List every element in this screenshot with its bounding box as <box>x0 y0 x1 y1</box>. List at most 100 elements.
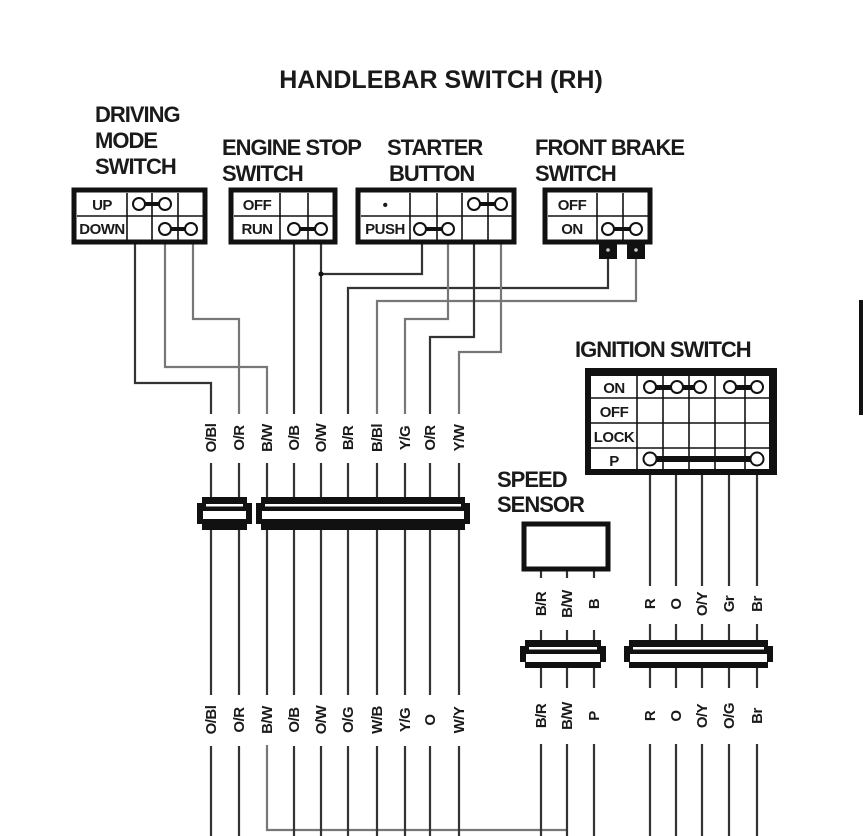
junction-dot <box>318 271 324 277</box>
wire <box>191 244 241 414</box>
contact-link <box>642 451 765 467</box>
wire-color-label: B/W <box>259 423 276 452</box>
row-label-off: OFF <box>243 197 272 214</box>
wire <box>428 244 476 414</box>
contact-link <box>132 197 172 211</box>
harness-connector <box>624 640 773 668</box>
title-line: SWITCH <box>222 161 303 186</box>
wire-color-label: B/R <box>533 703 550 728</box>
row-label-up: UP <box>92 197 112 214</box>
wire <box>457 244 503 414</box>
wire-color-label: O <box>668 598 685 610</box>
wire-color-label: O/B <box>286 425 303 451</box>
contact-link <box>158 222 198 236</box>
wire-color-label: O/Bl <box>203 423 220 452</box>
row-label-on: ON <box>561 221 583 238</box>
wire-color-label: B <box>586 598 603 609</box>
wire-color-label: W/Y <box>451 706 468 733</box>
title-line: SPEED <box>497 467 567 492</box>
starter-button: • PUSH <box>355 187 517 245</box>
wire-color-label: O/W <box>313 422 330 452</box>
title-line: SWITCH <box>535 161 616 186</box>
title-line: BUTTON <box>389 161 474 186</box>
wire <box>375 259 638 414</box>
harness-connector <box>256 497 470 530</box>
front-brake-switch: OFF ON <box>542 187 653 259</box>
wire-color-label: Br <box>749 708 766 724</box>
contact-link <box>287 222 328 236</box>
wire-color-label: O/R <box>231 707 248 733</box>
speed-sensor-title: SPEED SENSOR <box>497 467 586 517</box>
starter-button-title: STARTER BUTTON <box>387 135 484 186</box>
row-label-free: • <box>383 197 388 214</box>
wire-color-label: B/W <box>259 705 276 734</box>
row-label-off: OFF <box>600 404 629 421</box>
title-line: SENSOR <box>497 492 585 517</box>
wire-color-label: B/W <box>559 701 576 730</box>
front-brake-switch-title: FRONT BRAKE SWITCH <box>535 135 685 186</box>
wire-color-label: O/W <box>313 704 330 734</box>
wire <box>133 244 213 414</box>
row-label-down: DOWN <box>79 221 125 238</box>
row-label-on: ON <box>603 380 625 397</box>
wire-color-label: Y/W <box>451 423 468 451</box>
title-line: FRONT BRAKE <box>535 135 684 160</box>
wire-color-label: W/B <box>369 706 386 734</box>
wire-color-label: Y/G <box>397 708 414 732</box>
contact-link <box>601 222 643 236</box>
wire-color-label: O/G <box>721 703 738 729</box>
wire-color-label: B/Bl <box>369 424 386 452</box>
wire <box>321 244 424 276</box>
wire-color-label: O <box>668 710 685 722</box>
wire-color-label: O/R <box>422 425 439 451</box>
speed-sensor <box>521 521 611 572</box>
harness-connector <box>197 497 252 530</box>
wire-color-label: Gr <box>721 595 738 612</box>
wire <box>346 259 610 414</box>
wire <box>163 244 269 414</box>
row-label-lock: LOCK <box>594 429 635 446</box>
contact-link <box>413 222 455 236</box>
harness-connector <box>520 640 606 668</box>
wire-labels: O/BlO/BlO/RO/RB/WB/WO/BO/BO/WO/WB/RO/GB/… <box>203 422 766 734</box>
wire <box>403 244 450 414</box>
contact-link <box>643 380 707 394</box>
wire-color-label: Y/G <box>397 426 414 450</box>
wire-color-label: O/Y <box>694 703 711 728</box>
title-line: MODE <box>95 128 157 153</box>
wire-color-label: O/Bl <box>203 705 220 734</box>
offscreen-component-edge <box>859 300 863 415</box>
driving-mode-switch: UP DOWN <box>71 187 208 245</box>
wire-color-label: O/G <box>340 707 357 733</box>
row-label-push: PUSH <box>365 221 405 238</box>
wire-color-label: Br <box>749 596 766 612</box>
wire-color-label: P <box>586 711 603 721</box>
row-label-p: P <box>609 453 619 470</box>
wire-color-label: B/R <box>340 425 357 450</box>
title-line: SWITCH <box>95 154 176 179</box>
wire-color-label: O/Y <box>694 591 711 616</box>
engine-stop-switch: OFF RUN <box>228 187 338 245</box>
contact-link <box>467 197 508 211</box>
engine-stop-switch-title: ENGINE STOP SWITCH <box>222 135 362 186</box>
wire-color-label: R <box>642 710 659 721</box>
title-line: DRIVING <box>95 102 180 127</box>
connectors <box>197 497 773 668</box>
wire-color-label: B/W <box>559 589 576 618</box>
wire-color-label: O <box>422 714 439 726</box>
title-line: STARTER <box>387 135 483 160</box>
ignition-switch-title: IGNITION SWITCH <box>575 337 751 362</box>
driving-mode-switch-title: DRIVING MODE SWITCH <box>95 102 181 179</box>
row-label-run: RUN <box>242 221 273 238</box>
wire-stubs <box>209 463 759 836</box>
wire <box>265 745 567 832</box>
wire-color-label: R <box>642 598 659 609</box>
row-label-off: OFF <box>558 197 587 214</box>
diagram-title: HANDLEBAR SWITCH (RH) <box>279 66 603 94</box>
wires <box>133 244 638 832</box>
title-line: ENGINE STOP <box>222 135 361 160</box>
wire-color-label: B/R <box>533 591 550 616</box>
contact-link <box>723 380 764 394</box>
ignition-switch: ON OFF LOCK P <box>585 368 777 475</box>
